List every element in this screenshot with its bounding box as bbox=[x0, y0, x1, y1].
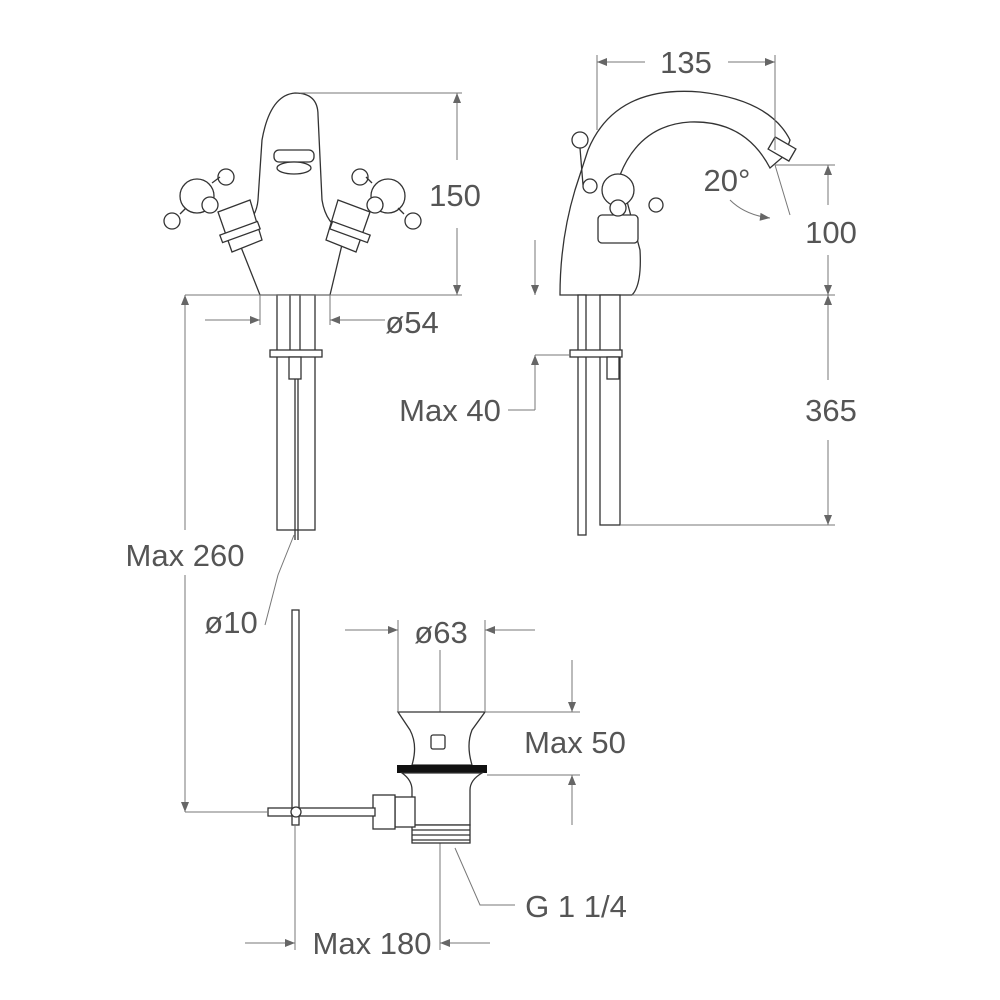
dim-label-max-waste-height: Max 50 bbox=[524, 725, 626, 760]
dim-label-max-rod-drop: Max 260 bbox=[126, 538, 245, 573]
dim-label-spout-angle: 20° bbox=[704, 163, 751, 198]
right-cross-handle bbox=[325, 168, 422, 253]
pop-up-waste bbox=[267, 609, 487, 950]
left-cross-handle bbox=[163, 168, 263, 253]
dim-label-waste-diameter: ø63 bbox=[414, 615, 467, 650]
dim-label-spout-height: 100 bbox=[805, 215, 857, 250]
side-cross-handle bbox=[582, 173, 664, 244]
dim-label-max-rod-reach: Max 180 bbox=[313, 926, 432, 961]
dimension-lines bbox=[181, 55, 835, 950]
front-view-tap bbox=[163, 92, 422, 540]
side-view-tap bbox=[559, 90, 797, 536]
dim-label-rod-diameter: ø10 bbox=[204, 605, 257, 640]
dim-label-height: 150 bbox=[429, 178, 481, 213]
dim-label-max-deck-thickness: Max 40 bbox=[399, 393, 501, 428]
dim-label-thread: G 1 1/4 bbox=[525, 889, 627, 924]
dim-label-spout-reach: 135 bbox=[660, 45, 712, 80]
dim-label-tail-length: 365 bbox=[805, 393, 857, 428]
dim-label-base-diameter: ø54 bbox=[385, 305, 438, 340]
